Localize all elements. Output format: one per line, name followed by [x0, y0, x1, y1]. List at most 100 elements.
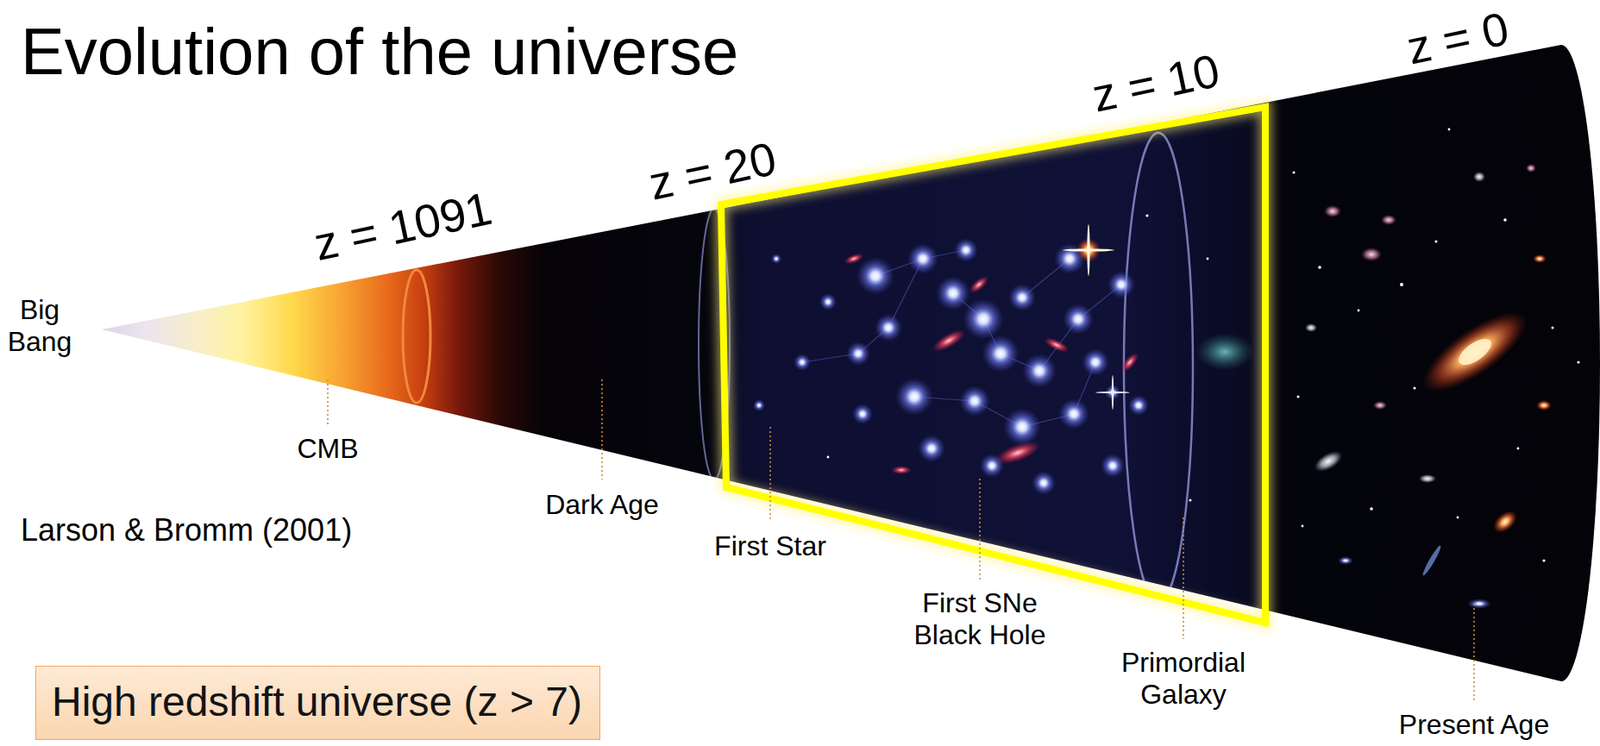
leader-line [978, 478, 981, 580]
note-box: High redshift universe (z > 7) [35, 665, 601, 741]
first-star [874, 313, 903, 342]
galaxy [1418, 474, 1437, 484]
first-star [1128, 395, 1149, 416]
star [1435, 240, 1438, 244]
first-star [1081, 348, 1110, 377]
galaxy [1361, 247, 1382, 262]
nebula [1195, 332, 1255, 371]
redshift-label: z = 20 [644, 131, 781, 211]
first-star [1107, 270, 1136, 299]
leader-line [601, 379, 603, 480]
leader-line [769, 426, 772, 522]
first-star [895, 377, 934, 416]
star [1456, 516, 1460, 520]
epoch-label: Primordial Galaxy [1106, 646, 1261, 711]
star [1517, 447, 1520, 451]
leader-line [1182, 517, 1185, 640]
epoch-label: First SNe Black Hole [903, 587, 1057, 652]
star [1412, 386, 1416, 390]
redshift-label: z = 10 [1087, 43, 1224, 123]
citation: Larson & Bromm (2001) [20, 512, 352, 548]
first-star [1022, 353, 1057, 389]
leader-lines [327, 379, 1475, 702]
first-star [1003, 407, 1042, 446]
star-burst-ray [1111, 375, 1114, 410]
galaxy [1311, 446, 1346, 477]
filament [875, 258, 1070, 298]
box-text: High redshift universe (z > 7) [51, 677, 584, 728]
star [1369, 507, 1374, 511]
star [1448, 128, 1451, 132]
galaxy [1420, 544, 1443, 578]
cmb-ring [402, 269, 431, 403]
star [1297, 395, 1300, 399]
galaxy [1323, 205, 1342, 218]
star [1145, 213, 1149, 217]
epoch-label: Big Bang [0, 294, 79, 358]
first-star [771, 253, 782, 264]
epoch-label: Present Age [1399, 709, 1550, 741]
galaxy [1337, 556, 1354, 565]
red-galaxy [928, 325, 969, 357]
leader-line [326, 379, 329, 426]
star [1292, 171, 1296, 175]
first-star [793, 353, 811, 371]
background-stars [827, 128, 1581, 563]
spiral-galaxy [1411, 297, 1539, 406]
first-star [819, 293, 837, 311]
first-star [1008, 283, 1036, 312]
first-star [1100, 453, 1125, 478]
star [1399, 282, 1404, 287]
redshift-label: z = 1091 [308, 181, 496, 271]
star [1317, 265, 1322, 270]
universe-cone [101, 44, 1600, 682]
galaxy [1473, 171, 1486, 182]
galaxy [1380, 214, 1397, 226]
first-star [1031, 470, 1056, 496]
first-star [752, 399, 766, 412]
star-burst [1062, 224, 1115, 277]
star [1576, 360, 1580, 364]
first-star [979, 453, 1004, 478]
star [1503, 218, 1507, 222]
cone-contents [402, 106, 1581, 623]
galaxy [1467, 598, 1492, 609]
leader-line [1473, 603, 1475, 702]
star-burst [1095, 375, 1130, 410]
first-star [953, 238, 979, 263]
star [1301, 525, 1305, 528]
star-burst-ray [1086, 224, 1090, 277]
galaxy [1488, 506, 1521, 538]
first-star [852, 403, 873, 425]
red-galaxy [1117, 349, 1142, 375]
star [827, 456, 830, 459]
star [1542, 558, 1545, 562]
star [1357, 309, 1361, 313]
first-star [1062, 303, 1094, 335]
redshift-label: z = 0 [1402, 0, 1514, 75]
first-star [917, 434, 946, 463]
epoch-label: First Star [714, 530, 827, 563]
first-star [1058, 398, 1090, 430]
spiral-galaxy-core [1454, 333, 1496, 371]
galaxy [1373, 401, 1387, 410]
galaxy [1532, 254, 1547, 264]
spiral-galaxy-disc [1411, 297, 1539, 406]
epoch-label: Dark Age [545, 489, 659, 521]
first-star [935, 276, 971, 311]
first-star [981, 334, 1020, 373]
galaxy [1305, 323, 1318, 333]
star [1189, 499, 1193, 502]
redshift-ring [1123, 132, 1193, 603]
galaxy [1525, 163, 1537, 173]
first-star [846, 341, 871, 366]
first-star [856, 257, 895, 295]
diagram-title: Evolution of the universe [20, 15, 739, 88]
epoch-label: CMB [296, 432, 358, 465]
galaxy [1536, 400, 1552, 411]
star [1206, 257, 1210, 261]
star [1551, 326, 1555, 330]
